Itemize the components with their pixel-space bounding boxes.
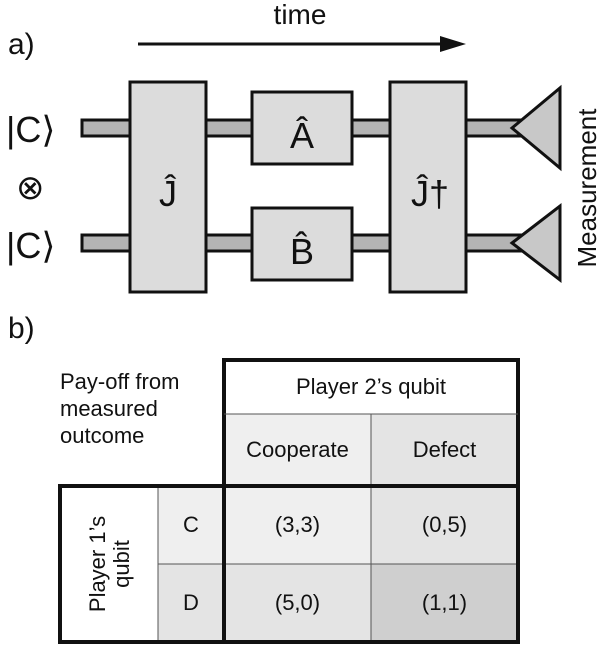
panel-b: b) [8, 312, 520, 644]
cell-dc-bg [224, 564, 371, 642]
gate-a-box [250, 90, 354, 166]
gate-b-label: B̂ [290, 230, 314, 272]
row-d-bg [158, 564, 224, 642]
payoff-dd: (1,1) [421, 590, 468, 615]
input-state-bottom: |C⟩ [6, 225, 55, 266]
gate-b-box [250, 206, 354, 282]
player1-border [58, 484, 520, 644]
header-player2-bg [224, 360, 518, 414]
measurement-detector-bottom [509, 202, 562, 284]
player1-header-line-1: Player 1’s [85, 515, 110, 613]
payoff-cc: (3,3) [274, 512, 321, 537]
panel-a: a) time |C⟩ ⊗ |C⟩ Ĵ Â B̂ Ĵ† Measurement [6, 0, 602, 294]
row-c-label: C [183, 512, 199, 537]
cell-dd-bg [371, 564, 518, 642]
time-label: time [274, 0, 327, 30]
corner-line-1: Pay-off from [60, 369, 180, 394]
col-defect-bg [371, 414, 518, 486]
player2-header: Player 2’s qubit [295, 374, 446, 399]
gate-a-label: Â [290, 115, 314, 156]
col-cooperate-header: Cooperate [246, 437, 349, 462]
cell-cd-bg [371, 486, 518, 564]
row-d-label: D [183, 590, 199, 615]
input-state-top: |C⟩ [6, 109, 55, 150]
measurement-detector-top [509, 84, 562, 172]
corner-line-2: measured [60, 396, 158, 421]
corner-line-3: outcome [60, 423, 145, 448]
measurement-label: Measurement [572, 108, 602, 268]
player1-header: Player 1’s qubit [80, 494, 140, 634]
payoff-corner-text: Pay-off from measured outcome [60, 368, 222, 478]
panel-a-label: a) [8, 28, 35, 61]
payoff-dc: (5,0) [274, 590, 321, 615]
time-arrow-head [440, 36, 466, 52]
col-defect-header: Defect [412, 437, 477, 462]
row-c-bg [158, 486, 224, 564]
player1-header-bg [60, 486, 158, 642]
payoff-cd: (0,5) [421, 512, 468, 537]
gate-j-label: Ĵ [159, 173, 177, 214]
gate-j-dagger-label: Ĵ† [411, 173, 449, 214]
cell-cc-bg [224, 486, 371, 564]
player1-header-line-2: qubit [109, 540, 134, 588]
panel-b-label: b) [8, 312, 35, 345]
gate-j-box [128, 80, 208, 294]
col-cooperate-bg [224, 414, 371, 486]
gate-j-dagger-box [388, 80, 468, 294]
tensor-product-symbol: ⊗ [16, 169, 45, 207]
